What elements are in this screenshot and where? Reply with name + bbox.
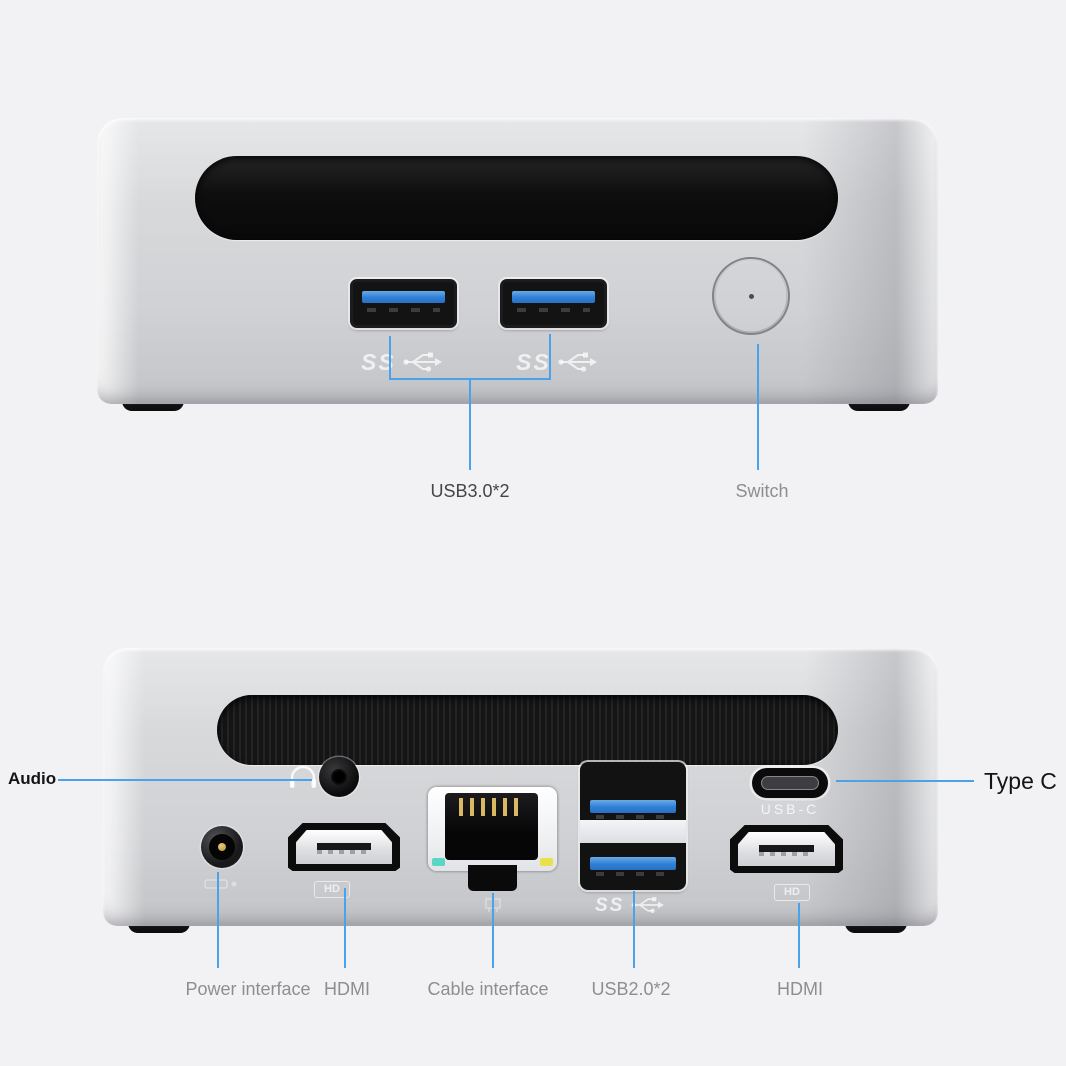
usb-tongue — [590, 857, 676, 870]
power-button-dot — [748, 293, 754, 299]
hdmi-teeth — [317, 850, 371, 855]
leader-line — [217, 872, 219, 968]
hdmi-right-label: HDMI — [777, 979, 823, 999]
usb-ss-engraving-1: SS — [361, 350, 445, 374]
usb3-label: USB3.0*2 — [430, 481, 510, 501]
hdmi-left-label: HDMI — [324, 979, 370, 999]
hdmi-port-left — [288, 823, 400, 871]
power-engraving-icon — [204, 877, 240, 891]
leader-line — [633, 891, 635, 968]
usb-pins — [596, 872, 670, 876]
leader-line — [798, 903, 800, 968]
leader-line — [836, 780, 974, 782]
type-c-label: Type C — [984, 768, 1057, 794]
ethernet-led-yellow — [540, 858, 553, 866]
hdmi-inner — [296, 830, 392, 864]
hdmi-port-right — [730, 825, 843, 873]
usb-c-engraving: USB-C — [760, 801, 820, 817]
leader-line — [469, 378, 471, 470]
ethernet-led-green — [432, 858, 445, 866]
usb-stack-divider — [580, 820, 686, 843]
hdmi-pinstrip — [317, 842, 371, 850]
usb-tongue — [590, 800, 676, 813]
usb-trident-icon — [401, 350, 445, 374]
usb2-port-stack — [580, 762, 686, 890]
leader-line — [492, 893, 494, 968]
switch-label: Switch — [735, 481, 789, 501]
usb3-port-2 — [500, 279, 607, 328]
cable-interface-label: Cable interface — [427, 979, 549, 999]
audio-jack-hole — [331, 769, 347, 785]
ethernet-cavity — [445, 793, 538, 860]
usb-trident-icon — [629, 895, 667, 915]
hd-engraving-left: HD — [314, 881, 350, 898]
leader-line — [389, 336, 391, 380]
ss-text: SS — [516, 348, 551, 375]
leader-line — [58, 779, 312, 781]
usb-pins — [367, 308, 440, 312]
usb-c-port — [752, 768, 828, 798]
audio-jack — [319, 757, 359, 797]
mini-pc-rear-view: HD SS — [103, 648, 938, 926]
ethernet-pins — [459, 798, 525, 816]
usb-ss-engraving-2: SS — [516, 350, 600, 374]
ethernet-port — [428, 787, 557, 891]
leader-line — [757, 344, 759, 470]
power-button — [712, 257, 790, 335]
usb-pins — [596, 815, 670, 819]
usb2-label: USB2.0*2 — [591, 979, 671, 999]
hd-engraving-right: HD — [774, 884, 810, 901]
power-jack — [201, 826, 243, 868]
hdmi-pinstrip — [759, 844, 814, 852]
front-vent — [195, 156, 838, 240]
power-interface-label: Power interface — [185, 979, 311, 999]
usb-pins — [517, 308, 590, 312]
usb-c-slot — [761, 776, 819, 790]
usb-tongue — [512, 291, 595, 303]
power-jack-pin — [218, 843, 226, 851]
usb3-port-1 — [350, 279, 457, 328]
usb-trident-icon — [556, 350, 600, 374]
ss-text: SS — [361, 348, 396, 375]
headphone-icon — [288, 764, 318, 790]
hdmi-teeth — [759, 852, 814, 857]
mini-pc-front-view: SS SS — [97, 118, 938, 404]
usb-ss-engraving-rear: SS — [595, 895, 667, 915]
rear-vent — [217, 695, 838, 765]
usb-tongue — [362, 291, 445, 303]
audio-label: Audio — [8, 769, 57, 788]
leader-line — [344, 888, 346, 968]
hdmi-inner — [738, 832, 835, 866]
leader-line — [549, 334, 551, 380]
ethernet-tab — [468, 865, 517, 891]
ss-text: SS — [595, 894, 625, 916]
